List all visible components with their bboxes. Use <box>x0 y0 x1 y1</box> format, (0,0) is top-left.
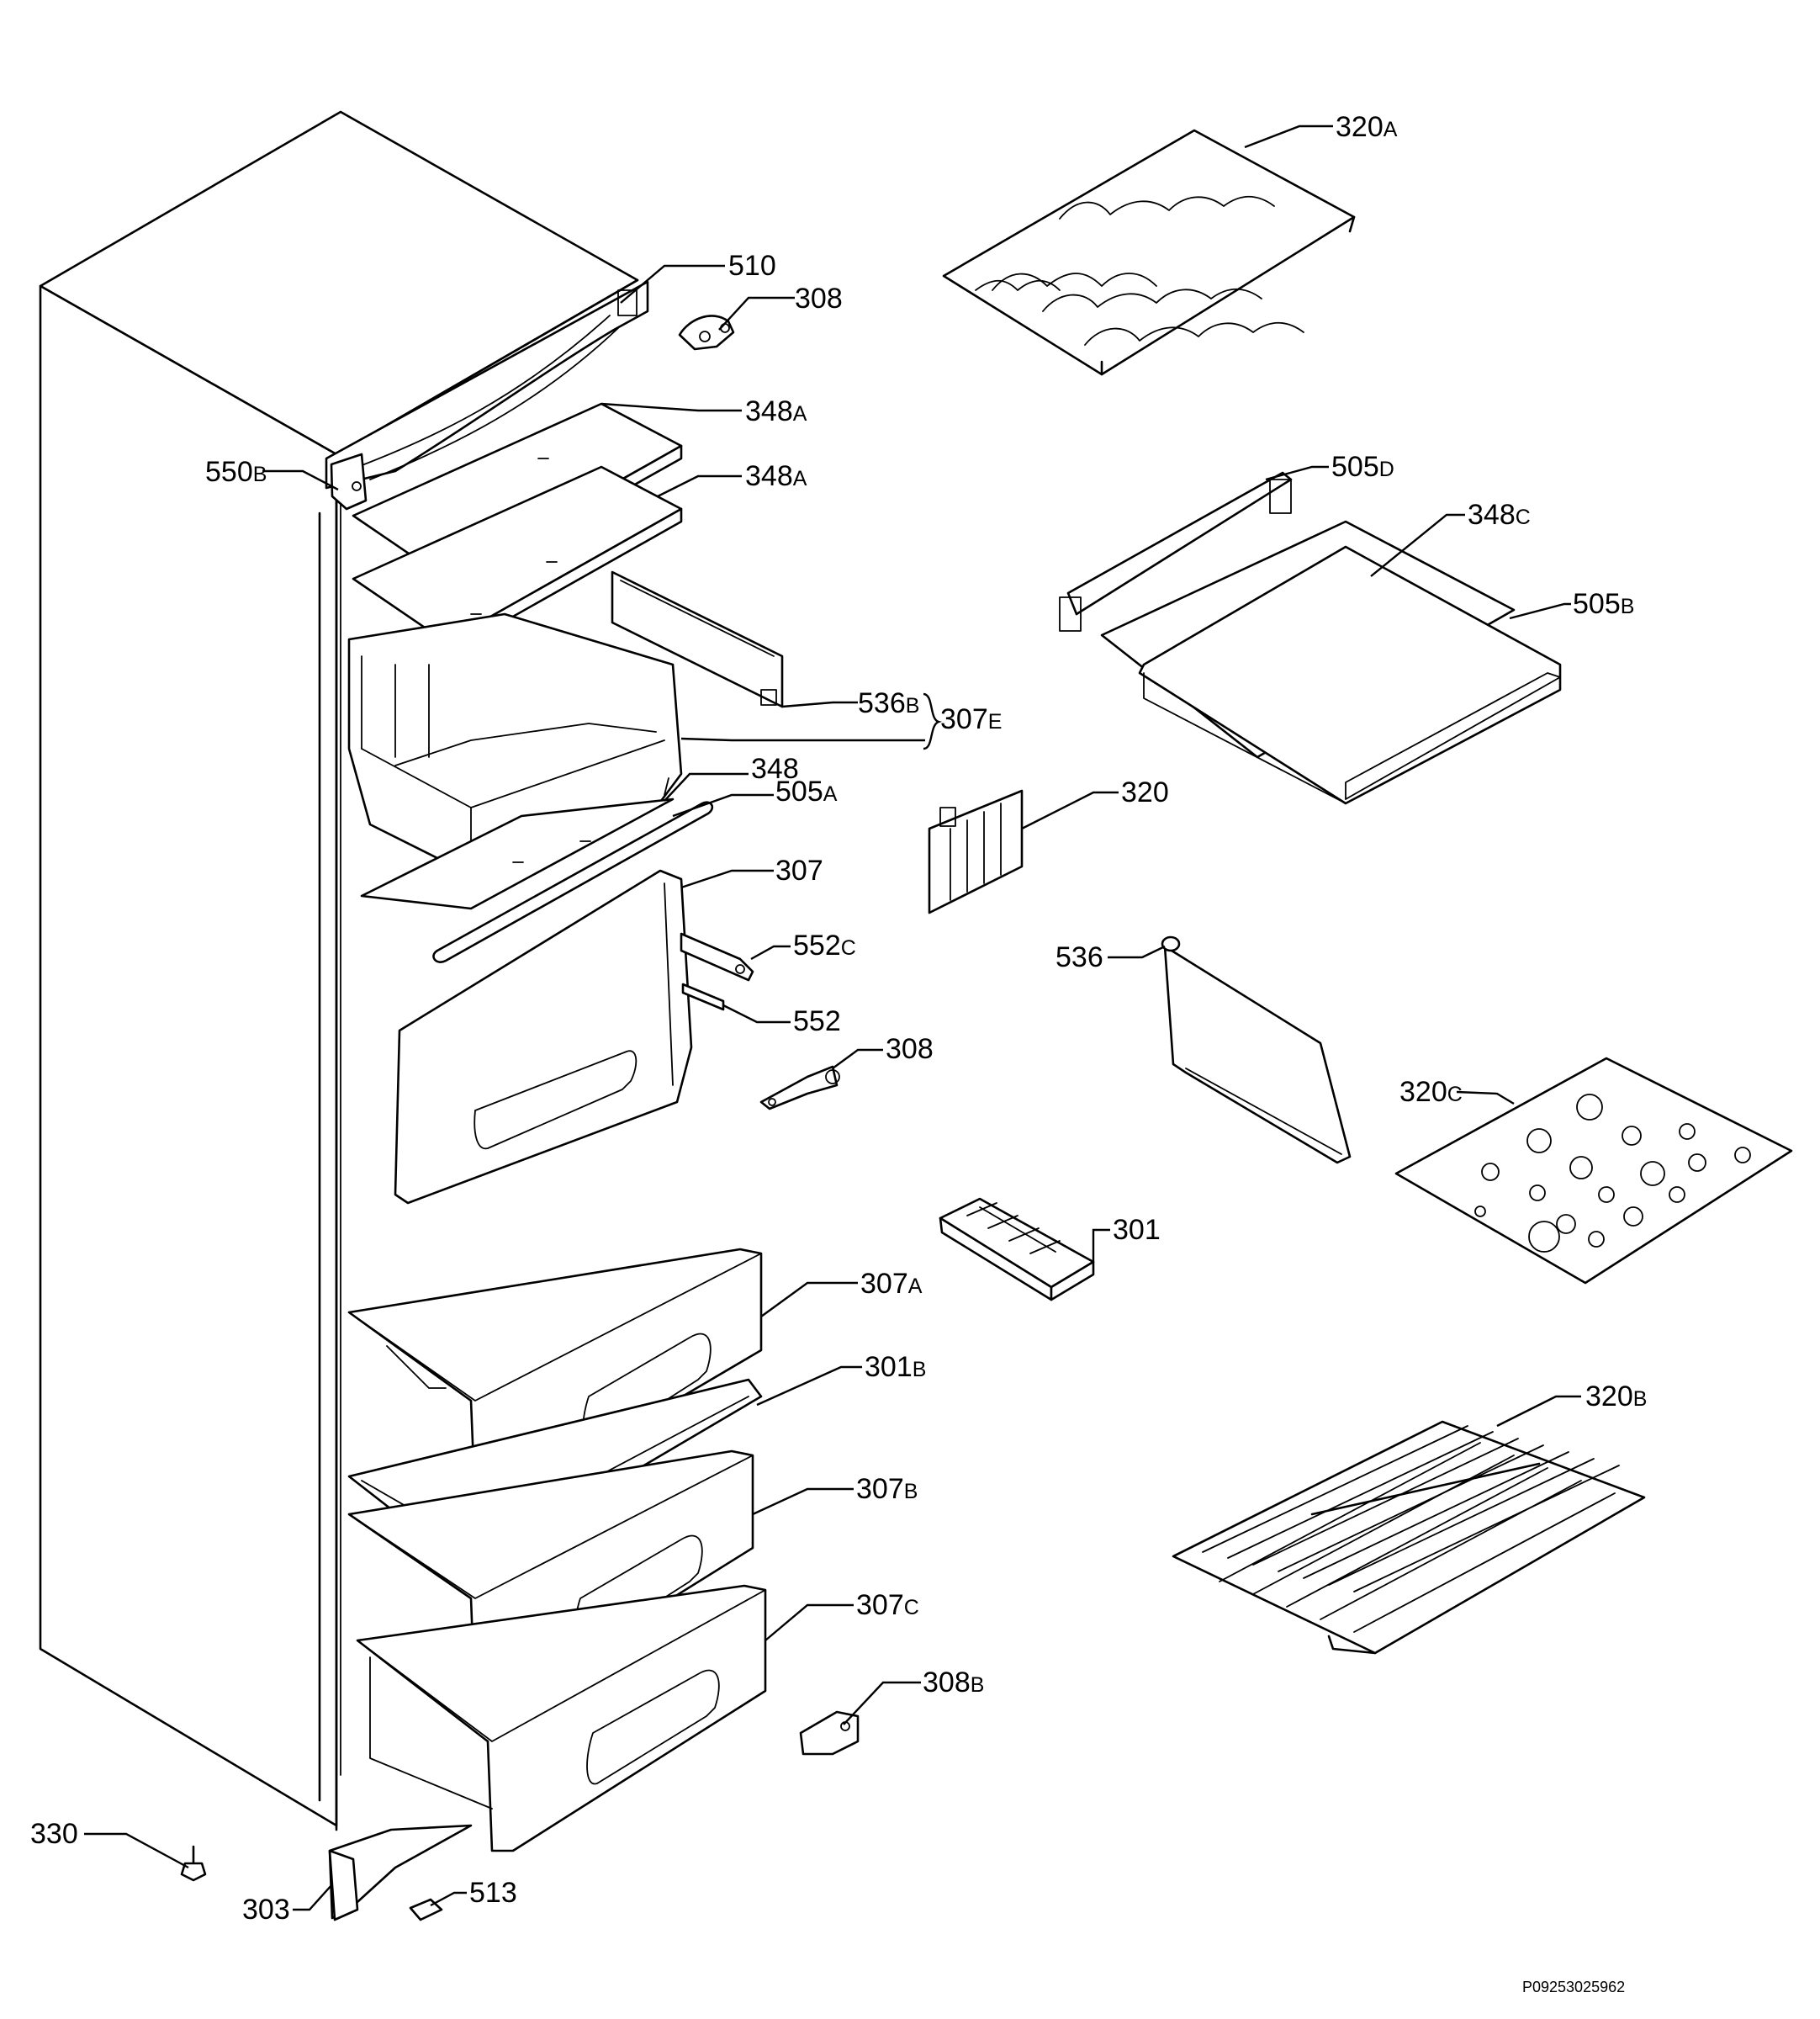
part-301-ice-tray <box>939 1197 1095 1301</box>
part-320-air-grille <box>928 789 1024 914</box>
reference-code: P09253025962 <box>1522 1979 1625 1995</box>
cabinet-body <box>39 110 639 1831</box>
label-307A: 307A <box>860 1268 923 1300</box>
label-320A: 320A <box>1336 111 1398 143</box>
label-505D: 505D <box>1331 451 1394 483</box>
part-320A-bottle-rack <box>942 129 1356 376</box>
part-552C-slide <box>680 932 754 982</box>
part-labels: 510 308 348A 348A 550B 536B 307E 348 505… <box>30 111 1647 1995</box>
label-505A: 505A <box>775 776 838 808</box>
label-301B: 301B <box>865 1351 926 1383</box>
label-320B: 320B <box>1585 1380 1647 1412</box>
part-308-mid-hinge <box>759 1065 840 1110</box>
label-348A-2: 348A <box>745 460 807 492</box>
label-552: 552 <box>793 1005 841 1037</box>
part-536-divider <box>1161 935 1352 1164</box>
part-303-base <box>328 1824 473 1921</box>
label-303: 303 <box>242 1894 290 1926</box>
part-308B-bottom-hinge <box>799 1710 860 1756</box>
part-552-slide <box>681 983 725 1011</box>
label-348C: 348C <box>1468 499 1531 531</box>
label-301: 301 <box>1113 1214 1161 1246</box>
part-320C-perforated-plate <box>1394 1057 1793 1285</box>
label-510: 510 <box>728 250 776 282</box>
part-330-adjustable-foot <box>180 1845 207 1882</box>
part-308-top-hinge <box>678 315 735 351</box>
label-505B: 505B <box>1573 588 1634 620</box>
label-536B: 536B <box>858 687 919 719</box>
part-505D-rear-strip <box>1059 471 1293 632</box>
label-307E: 307E <box>940 703 1002 735</box>
label-330: 330 <box>30 1818 78 1850</box>
part-550B-hinge-cover <box>330 453 368 511</box>
label-550B: 550B <box>205 456 267 488</box>
part-348-shelf <box>360 777 675 910</box>
part-510-top-trim <box>325 280 649 490</box>
label-320: 320 <box>1121 776 1169 808</box>
brace-307E <box>923 692 942 750</box>
part-505B-crisper-frame <box>1138 545 1562 805</box>
part-505A-front-strip <box>432 801 714 963</box>
part-320B-wire-shelf <box>1172 1420 1646 1655</box>
label-308-mid: 308 <box>886 1033 934 1065</box>
label-513: 513 <box>469 1877 517 1909</box>
label-320C: 320C <box>1399 1076 1463 1108</box>
part-307-freezer-flap <box>394 869 693 1205</box>
label-307B: 307B <box>856 1473 918 1505</box>
label-348A-1: 348A <box>745 395 807 427</box>
part-307C-drawer <box>356 1584 767 1852</box>
label-307: 307 <box>775 855 823 887</box>
label-307C: 307C <box>856 1589 919 1621</box>
label-348: 348 <box>751 753 799 785</box>
leader-lines <box>84 125 1581 1911</box>
label-552C: 552C <box>793 930 856 962</box>
label-308B: 308B <box>923 1667 984 1698</box>
label-536: 536 <box>1055 941 1103 973</box>
label-308-top: 308 <box>795 283 843 315</box>
